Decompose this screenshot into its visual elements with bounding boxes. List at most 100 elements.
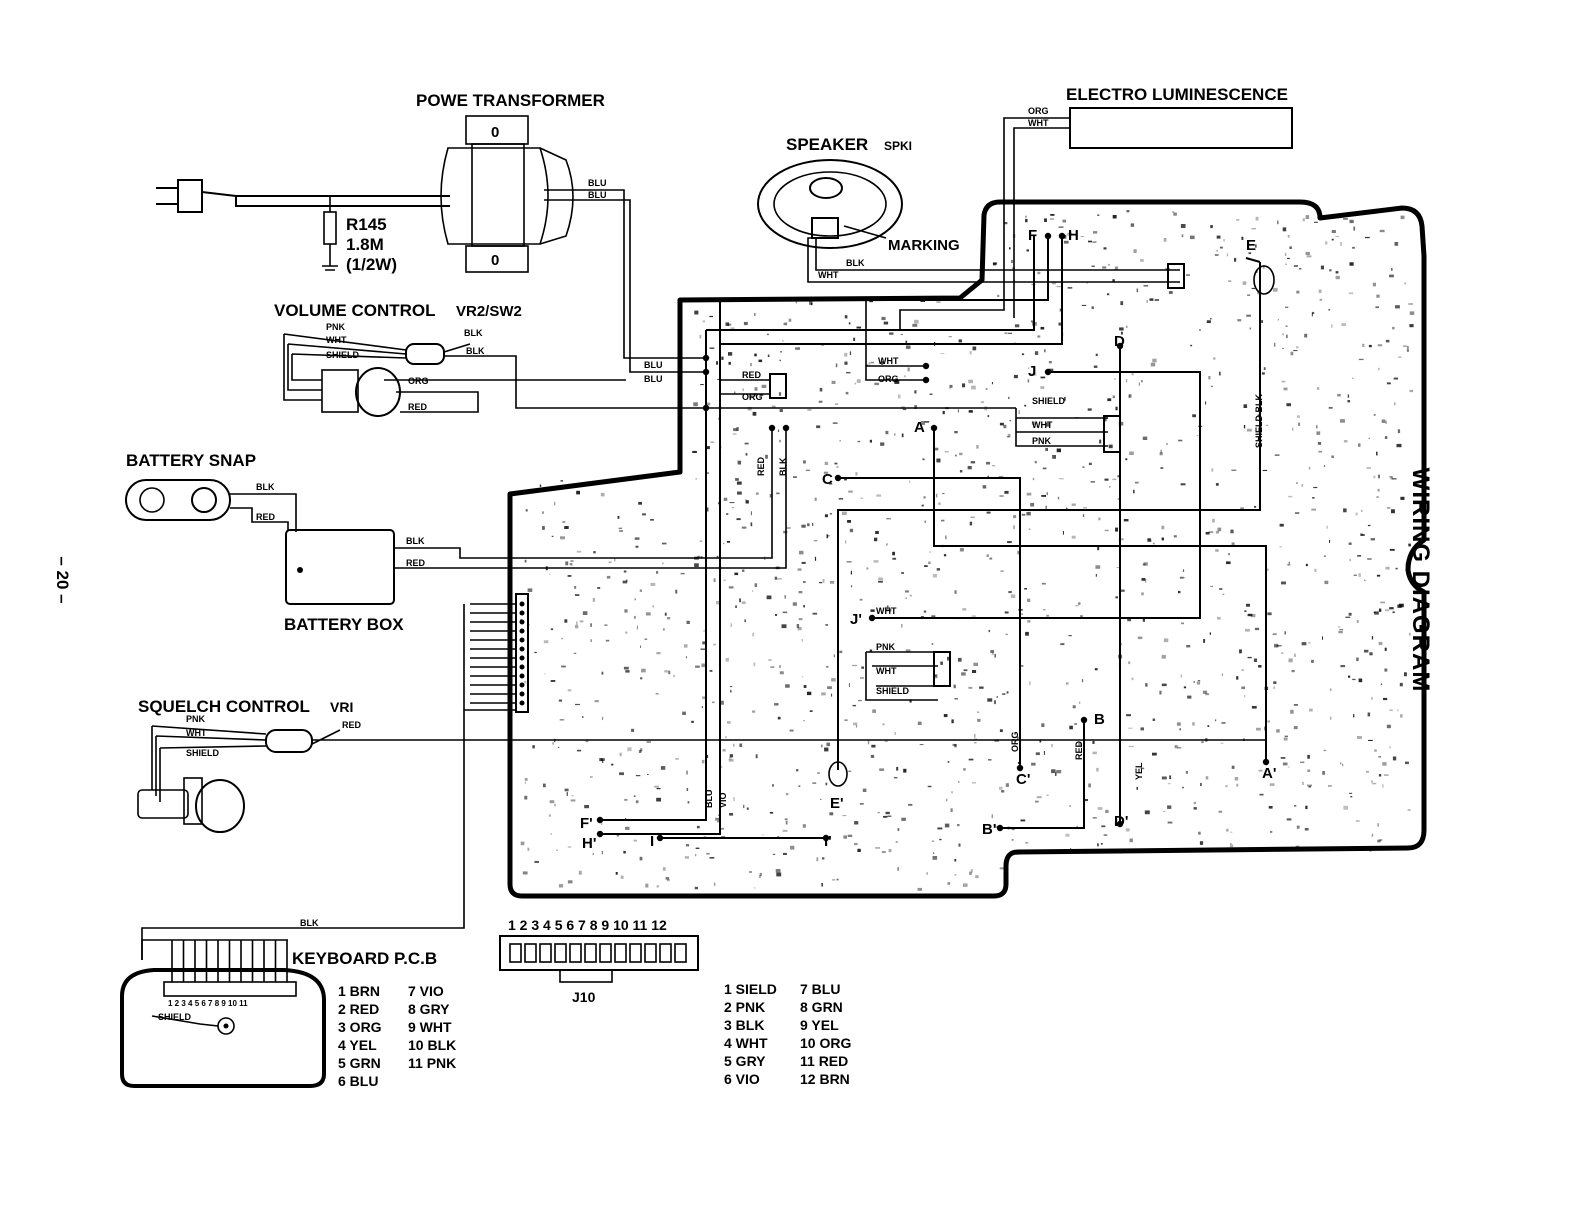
speckle — [912, 323, 918, 327]
speckle — [1304, 828, 1309, 831]
speckle — [839, 440, 841, 442]
speckle — [1070, 848, 1072, 852]
speckle — [1040, 376, 1046, 379]
speckle — [1281, 652, 1284, 654]
speckle — [958, 781, 960, 783]
speckle — [556, 849, 558, 851]
speckle — [1035, 800, 1039, 803]
resistor-r145 — [323, 211, 337, 245]
speckle — [1229, 844, 1234, 848]
speckle — [1218, 810, 1223, 813]
speckle — [860, 497, 864, 499]
speckle — [814, 497, 817, 501]
speckle — [805, 469, 810, 471]
speckle — [1408, 303, 1414, 305]
speckle — [1219, 371, 1221, 376]
terminal-dot — [1080, 716, 1088, 724]
speckle — [641, 668, 646, 673]
speckle — [1056, 770, 1062, 774]
point-e-prime-ring — [828, 761, 848, 787]
speckle — [873, 560, 879, 563]
speckle — [719, 700, 724, 705]
speckle — [554, 501, 556, 506]
terminal-dot — [1262, 758, 1270, 766]
speckle — [848, 683, 850, 687]
speckle — [905, 649, 911, 652]
speckle — [699, 540, 703, 542]
speckle — [694, 853, 697, 857]
speckle — [1399, 603, 1404, 608]
speckle — [706, 446, 710, 450]
speckle — [1108, 444, 1113, 449]
speckle — [807, 409, 812, 411]
speckle — [942, 410, 945, 415]
speckle — [743, 804, 745, 809]
terminal-dot — [1116, 342, 1124, 350]
squelch-pot — [195, 779, 245, 833]
speckle — [1236, 676, 1239, 680]
speckle — [1352, 678, 1356, 681]
speckle — [929, 551, 931, 553]
speckle — [874, 537, 878, 542]
speckle — [1041, 723, 1045, 727]
speckle — [558, 884, 564, 888]
speckle — [752, 710, 756, 713]
speckle — [574, 594, 580, 596]
speckle — [1192, 414, 1196, 418]
transformer-bottom-mark: 0 — [491, 252, 499, 269]
speckle — [1357, 555, 1362, 557]
speckle — [887, 605, 889, 609]
speckle — [779, 409, 783, 412]
speckle — [934, 447, 939, 451]
speckle — [816, 425, 821, 429]
speckle — [666, 617, 671, 620]
speckle — [969, 521, 973, 526]
speckle — [1246, 428, 1252, 432]
speckle — [1107, 263, 1110, 266]
speckle — [741, 526, 747, 529]
speckle — [1036, 796, 1042, 799]
speckle — [1361, 509, 1363, 512]
speckle — [820, 798, 822, 800]
speckle — [1088, 240, 1092, 243]
speckle — [1120, 589, 1125, 592]
speckle — [944, 823, 950, 828]
j10-cell — [554, 943, 567, 963]
speckle — [564, 788, 569, 792]
speckle — [1371, 696, 1373, 700]
speckle — [875, 531, 879, 534]
speckle — [1114, 378, 1116, 380]
speaker-dome — [809, 177, 843, 199]
speckle — [582, 611, 588, 615]
speckle — [725, 658, 729, 662]
speckle — [1352, 246, 1355, 249]
speckle — [1349, 262, 1354, 266]
speckle — [821, 692, 826, 696]
speckle — [662, 628, 665, 631]
speckle — [1185, 771, 1188, 774]
speckle — [656, 788, 661, 790]
speckle — [1011, 259, 1013, 263]
speckle — [1385, 420, 1387, 424]
speckle — [802, 824, 806, 828]
speckle — [970, 869, 973, 873]
wire-label-board-pnk-1: PNK — [1032, 436, 1052, 446]
power-transformer: POWE TRANSFORMER 0 0 R145 1.8M (1/2W) BL… — [156, 91, 706, 384]
speckle — [1147, 539, 1152, 542]
speckle — [1074, 723, 1078, 725]
speckle — [1244, 695, 1246, 698]
speckle — [561, 665, 566, 668]
wire-label-board-org: ORG — [878, 374, 899, 384]
speckle — [1383, 774, 1389, 776]
speckle — [1159, 690, 1162, 695]
volume-leads-left — [283, 333, 407, 401]
speckle — [1285, 263, 1287, 265]
speckle — [1037, 271, 1041, 275]
speckle — [1114, 266, 1119, 271]
speckle — [1250, 614, 1256, 618]
speckle — [709, 315, 713, 318]
speckle — [592, 853, 594, 855]
keyboard-wires — [141, 939, 288, 982]
speckle — [1377, 823, 1379, 827]
